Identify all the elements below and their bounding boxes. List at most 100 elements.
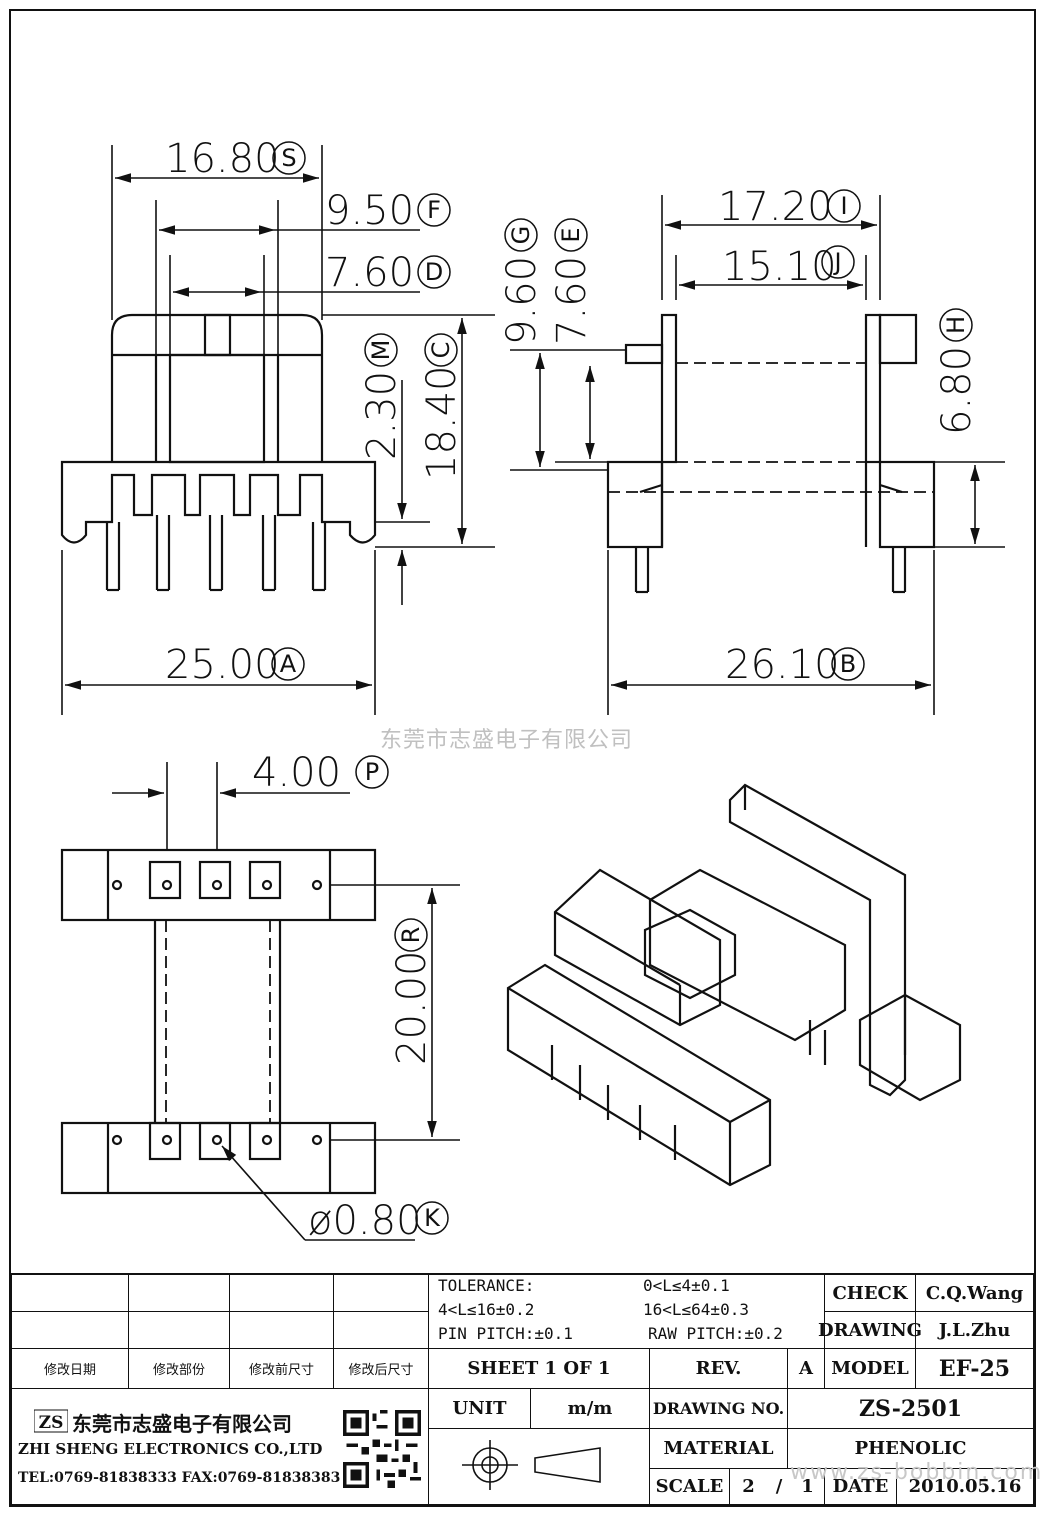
dimension-letter: I — [840, 192, 847, 220]
dim-7-60-e: 7.60 E — [549, 218, 595, 345]
dim-20-00: 20.00 R — [389, 918, 435, 1065]
pin-pitch: PIN PITCH:±0.1 — [438, 1324, 573, 1343]
logo-text: ZS — [39, 1413, 64, 1433]
check-label: CHECK — [825, 1275, 916, 1312]
dimension-letter: E — [557, 227, 585, 242]
dimension-value: 2.30 — [359, 371, 405, 460]
drawing-no-value: ZS-2501 — [788, 1389, 1033, 1429]
rev-cell — [334, 1312, 429, 1349]
raw-pitch: RAW PITCH:±0.2 — [648, 1324, 783, 1343]
dim-0-80: ø0.80 K — [308, 1198, 449, 1244]
side-view-hidden-lines — [608, 362, 934, 493]
dimension-letter: F — [427, 196, 441, 224]
rev-header-part: 修改部份 — [129, 1349, 230, 1389]
drawing-no-label: DRAWING NO. — [650, 1389, 788, 1429]
dimension-value: 6.80 — [934, 346, 980, 435]
dim-16-80: 16.80 S — [165, 136, 306, 182]
dimension-value: 9.50 — [325, 188, 414, 234]
dim-17-20: 17.20 I — [718, 184, 861, 230]
bottom-view-hidden-lines — [165, 920, 271, 1123]
title-block — [10, 1273, 1035, 1506]
dim-18-40: 18.40 C — [419, 333, 465, 480]
rev-cell — [129, 1275, 230, 1312]
dimension-value: 7.60 — [549, 256, 595, 345]
dim-15-10: 15.10 J — [722, 244, 855, 290]
sheet-count: SHEET 1 OF 1 — [429, 1349, 650, 1389]
tolerance-line3: 16<L≤64±0.3 — [643, 1300, 749, 1319]
rev-cell — [334, 1275, 429, 1312]
company-logo: ZS — [34, 1409, 68, 1433]
watermark-company: 东莞市志盛电子有限公司 — [380, 728, 634, 753]
model-value: EF-25 — [916, 1349, 1033, 1389]
scale-sep: / — [775, 1476, 783, 1497]
rev-header-after: 修改后尺寸 — [334, 1349, 429, 1389]
dimension-value: 16.80 — [165, 136, 280, 182]
dim-7-60-d: 7.60 D — [325, 250, 451, 296]
rev-value: A — [788, 1349, 825, 1389]
dimension-value: 20.00 — [389, 950, 435, 1065]
company-area — [12, 1389, 429, 1504]
dim-4-00: 4.00 P — [252, 750, 389, 796]
rev-cell — [230, 1312, 334, 1349]
dimension-letter: A — [280, 650, 297, 678]
qr-code — [343, 1410, 421, 1488]
front-view-hidden-lines — [150, 354, 285, 462]
dimension-letter: G — [507, 226, 535, 245]
dimension-letter: P — [365, 758, 379, 786]
dim-9-50: 9.50 F — [325, 188, 451, 234]
drawing-label: DRAWING — [818, 1312, 922, 1349]
rev-cell — [12, 1275, 129, 1312]
side-view — [606, 313, 936, 594]
scale-den: 1 — [791, 1469, 825, 1504]
dimension-letter: M — [367, 340, 395, 361]
rev-cell — [12, 1312, 129, 1349]
dimension-value: 4.00 — [252, 750, 341, 796]
dimension-letter: S — [281, 144, 296, 172]
drawing-value: J.L.Zhu — [916, 1312, 1033, 1349]
dim-26-10: 26.10 B — [725, 642, 865, 688]
dim-25-00: 25.00 A — [165, 642, 305, 688]
tolerance-box — [429, 1275, 825, 1349]
sheet-border — [9, 9, 1036, 1507]
company-name-cn: 东莞市志盛电子有限公司 — [72, 1412, 292, 1436]
scale-label: SCALE — [650, 1469, 730, 1504]
check-value: C.Q.Wang — [916, 1275, 1033, 1312]
date-value: 2010.05.16 — [908, 1476, 1022, 1497]
dimension-letter: R — [397, 927, 425, 944]
company-contact: TEL:0769-81838333 FAX:0769-81838383 — [18, 1470, 341, 1486]
isometric-view — [506, 783, 962, 1187]
bottom-view — [60, 848, 377, 1195]
dimension-letter: J — [832, 248, 841, 276]
dimension-letter: K — [424, 1204, 441, 1232]
tolerance-line2: 4<L≤16±0.2 — [438, 1300, 535, 1319]
rev-cell — [230, 1275, 334, 1312]
projection-cell — [429, 1429, 650, 1504]
dim-2-30: 2.30 M — [359, 333, 405, 460]
dimension-value: 7.60 — [325, 250, 414, 296]
dimension-value: 17.20 — [718, 184, 833, 230]
date-label: DATE — [825, 1469, 897, 1504]
rev-label: REV. — [650, 1349, 788, 1389]
dimension-value: 18.40 — [419, 365, 465, 480]
unit-value: m/m — [531, 1389, 650, 1429]
dimension-letter: C — [427, 342, 455, 359]
dimension-letter: D — [425, 258, 443, 286]
projection-symbol — [462, 1440, 601, 1490]
dimension-letter: H — [942, 316, 970, 334]
rev-cell — [129, 1312, 230, 1349]
company-name-en: ZHI SHENG ELECTRONICS CO.,LTD — [18, 1440, 323, 1458]
dim-9-60: 9.60 G — [499, 218, 545, 345]
dimension-value: 15.10 — [722, 244, 837, 290]
dimension-letter: B — [840, 650, 856, 678]
dimension-value: 26.10 — [725, 642, 840, 688]
tolerance-line1: 0<L≤4±0.1 — [643, 1276, 730, 1295]
watermark-website: www.zs-bobbin.com — [790, 1460, 1044, 1485]
dim-6-80: 6.80 H — [934, 308, 980, 435]
rev-header-date: 修改日期 — [12, 1349, 129, 1389]
tolerance-label: TOLERANCE: — [438, 1276, 535, 1295]
dimension-value: 25.00 — [165, 642, 280, 688]
dimension-value: 9.60 — [499, 256, 545, 345]
unit-label: UNIT — [429, 1389, 531, 1429]
